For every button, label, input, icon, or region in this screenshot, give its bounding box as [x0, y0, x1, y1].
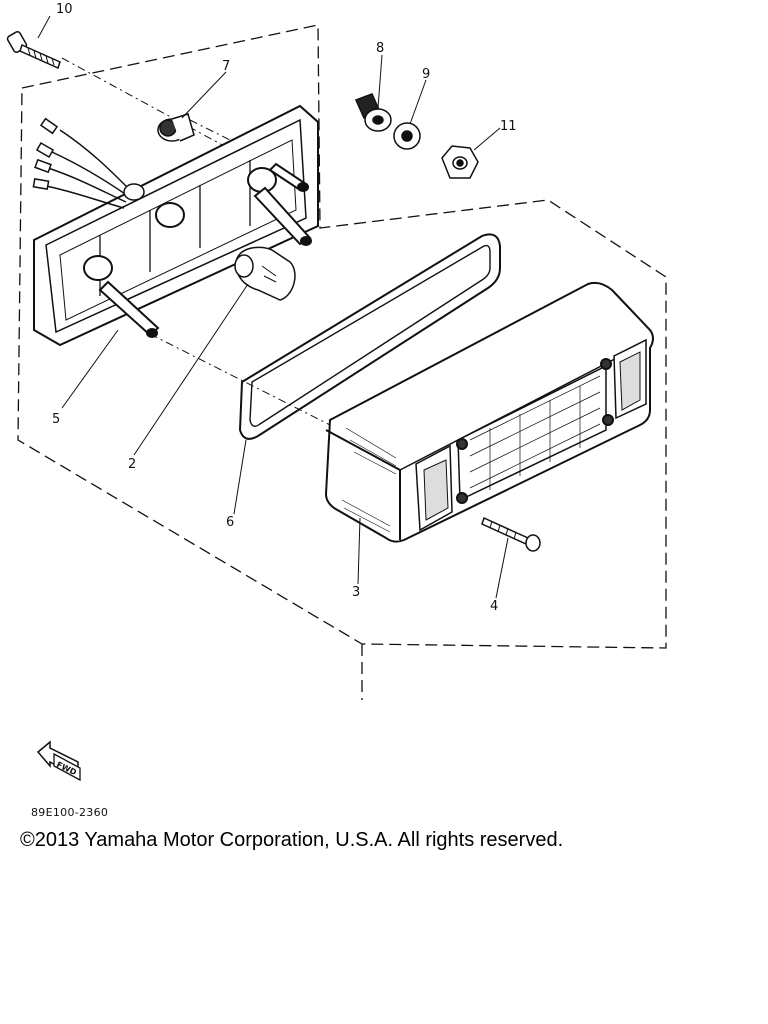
callout-labels: 10 7 8 9 11 5 2 6 3 4 [52, 2, 517, 614]
callout-7: 7 [222, 59, 230, 74]
bulb-part-2 [234, 246, 296, 301]
copyright-notice: ©2013 Yamaha Motor Corporation, U.S.A. A… [20, 829, 564, 851]
callout-4: 4 [490, 599, 498, 614]
callout-3: 3 [352, 585, 360, 600]
callout-5: 5 [52, 412, 60, 427]
gasket-part-6 [238, 233, 501, 440]
nut-part-11 [441, 145, 479, 179]
callout-9: 9 [422, 67, 430, 82]
lamp-housing-part-5 [33, 104, 319, 347]
screw-part-4 [481, 516, 541, 552]
callout-8: 8 [376, 41, 384, 56]
callout-leaders [37, 15, 509, 599]
drawing-code: 89E100-2360 [31, 806, 109, 819]
screw-part-10 [6, 31, 61, 70]
callout-6: 6 [226, 515, 234, 530]
alignment-lines [61, 57, 341, 431]
callout-10: 10 [56, 2, 73, 17]
callout-2: 2 [128, 457, 136, 472]
collar-part-8 [354, 93, 392, 132]
callout-11: 11 [500, 119, 517, 134]
assembly-boundary-lines [17, 24, 667, 700]
wire-harness [32, 117, 145, 209]
lens-part-3 [324, 281, 654, 543]
washer-part-9 [393, 122, 421, 150]
grommet-part-7 [157, 113, 195, 142]
fwd-arrow-icon: FWD [36, 740, 81, 782]
